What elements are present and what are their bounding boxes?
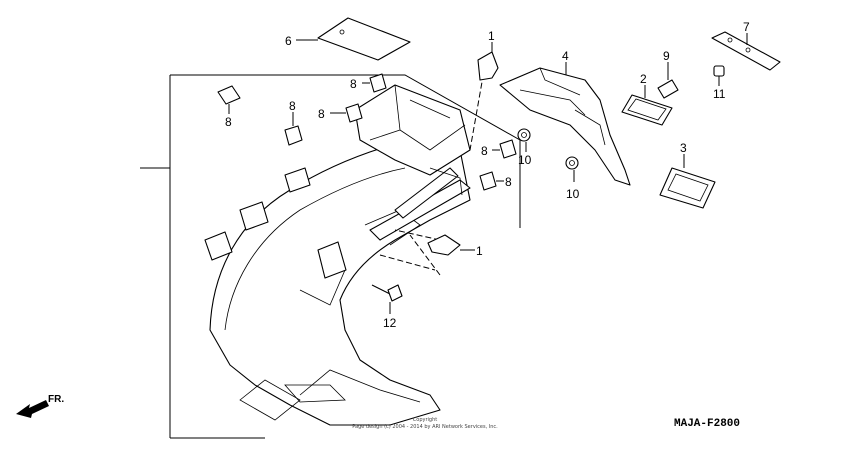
callout-1-lower: 1 [476,244,483,258]
front-direction-label: FR. [48,394,64,405]
callout-2: 2 [640,72,647,86]
part-8-clip-b: 8 [350,73,387,93]
front-direction-arrow: FR. [16,394,64,418]
part-1-clip-upper: 1 [477,29,499,81]
part-12-bolt: 12 [371,284,403,330]
copyright-line-2: Page design (c) 2004 - 2014 by ARI Netwo… [352,424,498,430]
callout-9: 9 [663,49,670,63]
arrow-left-icon [16,400,49,418]
part-3-reflector: 3 [659,141,716,209]
mounting-rails [369,167,471,241]
part-10-grommet-upper: 10 [517,128,532,167]
part-10-grommet-lower: 10 [565,156,580,201]
part-11-nut: 11 [713,65,726,101]
part-9-bulb: 9 [657,49,679,99]
callout-10-lower: 10 [566,187,580,201]
callout-8-b: 8 [350,77,357,91]
part-8-clip-f: 8 [479,171,512,191]
callout-8-f: 8 [505,175,512,189]
callout-7: 7 [743,20,750,34]
part-7-bracket-strip: 7 [711,20,781,71]
callout-12: 12 [383,316,397,330]
assembly-bracket-5 [140,74,521,439]
callout-10-upper: 10 [518,153,532,167]
callout-8-e: 8 [481,144,488,158]
part-8-clip-c: 8 [284,99,303,146]
part-8-clip-e: 8 [481,139,517,159]
callout-8-a: 8 [225,115,232,129]
diagram-code: MAJA-F2800 [674,418,740,430]
callout-8-d: 8 [318,107,325,121]
callout-8-c: 8 [289,99,296,113]
part-1-clip-lower: 1 [427,234,483,258]
part-8-clip-d: 8 [318,103,363,123]
copyright-line-1: Copyright [413,417,437,423]
part-8-clip-a: 8 [217,85,241,129]
callout-3: 3 [680,141,687,155]
part-4-license-bracket: 4 [499,49,631,186]
callout-6: 6 [285,34,292,48]
callout-4: 4 [562,49,569,63]
fender-box [354,84,471,176]
part-6-label-plate: 6 [285,17,411,61]
part-2-reflector: 2 [621,72,673,126]
callout-1-upper: 1 [488,29,495,43]
callout-11: 11 [713,87,726,101]
